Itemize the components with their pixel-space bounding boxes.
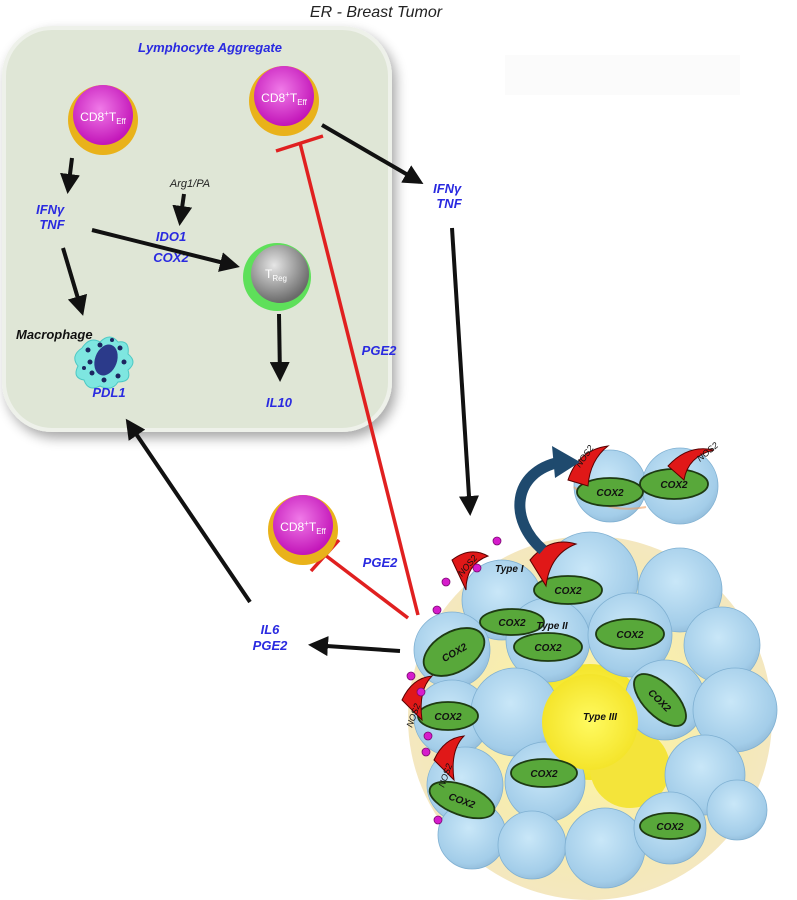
type2-label: Type II (536, 621, 568, 632)
cox2-label: COX2 (656, 822, 684, 833)
tumor-mass: COX2 COX2 COX2 COX2 COX2 COX2 COX2 COX2 … (401, 531, 778, 900)
cox2-label: COX2 (660, 480, 688, 491)
pge2-il6-label: PGE2 (253, 638, 288, 653)
svg-text:TReg: TReg (265, 267, 287, 283)
svg-text:CD8+TEff: CD8+TEff (280, 519, 326, 536)
inhibit-line-lower (323, 553, 410, 620)
cox2-label: COX2 (498, 618, 526, 629)
pge2-mid-label: PGE2 (362, 343, 397, 358)
arrow-il6-to-pdl1 (125, 418, 252, 604)
cox2-label: COX2 (554, 586, 582, 597)
migrating-cell-cluster: COX2 COX2 NOS2 NOS2 (567, 440, 720, 525)
type1-label: Type I (495, 564, 524, 575)
cd8-teff-cell-left: CD8+TEff (68, 85, 138, 155)
svg-text:CD8+TEff: CD8+TEff (261, 90, 307, 107)
arrow-cd8-to-ifn (60, 157, 80, 194)
arrow-treg-to-il10 (269, 313, 290, 382)
ido-label: IDO1 (156, 229, 186, 244)
cd8-teff-cell-right: CD8+TEff (249, 66, 319, 136)
aggregate-label: Lymphocyte Aggregate (138, 40, 282, 55)
right-arrows (125, 123, 479, 657)
ifn-left-label: IFNγ TNF (36, 202, 68, 232)
il10-label: IL10 (266, 395, 293, 410)
cox2-label: COX2 (534, 643, 562, 654)
treg-cell: TReg (243, 243, 311, 311)
svg-text:CD8+TEff: CD8+TEff (80, 109, 126, 126)
arg-label: Arg1/PA (169, 178, 210, 190)
inhibit-line-upper (298, 142, 420, 616)
faint-box (505, 55, 740, 95)
arrow-ifn-to-tumor (450, 227, 479, 516)
arrow-arg-to-ido (172, 193, 193, 226)
pge2-low-label: PGE2 (363, 555, 398, 570)
macrophage-cell (74, 336, 134, 389)
macrophage-label: Macrophage (16, 327, 93, 342)
arrow-cd8-to-ifn-right (320, 123, 424, 185)
cox2-label: COX2 (616, 630, 644, 641)
cox2-label: COX2 (434, 712, 462, 723)
cox2-label: COX2 (596, 488, 624, 499)
diagram-title: ER - Breast Tumor (310, 4, 443, 21)
pdl1-label: PDL1 (92, 385, 125, 400)
aggregate-arrows (60, 157, 290, 382)
cd8-teff-cell-lone: CD8+TEff (268, 495, 338, 565)
cox2-label: COX2 (530, 769, 558, 780)
arrow-ifn-to-treg (91, 228, 240, 272)
inhibit-bar-upper (275, 134, 324, 153)
arrow-ifn-to-macrophage (61, 247, 88, 316)
type3-label: Type III (583, 712, 617, 723)
metastasis-arrow (514, 446, 580, 555)
arrow-tumor-to-il6 (308, 636, 401, 657)
ifn-right-label: IFNγ TNF (433, 181, 465, 211)
il6-label: IL6 (261, 622, 281, 637)
